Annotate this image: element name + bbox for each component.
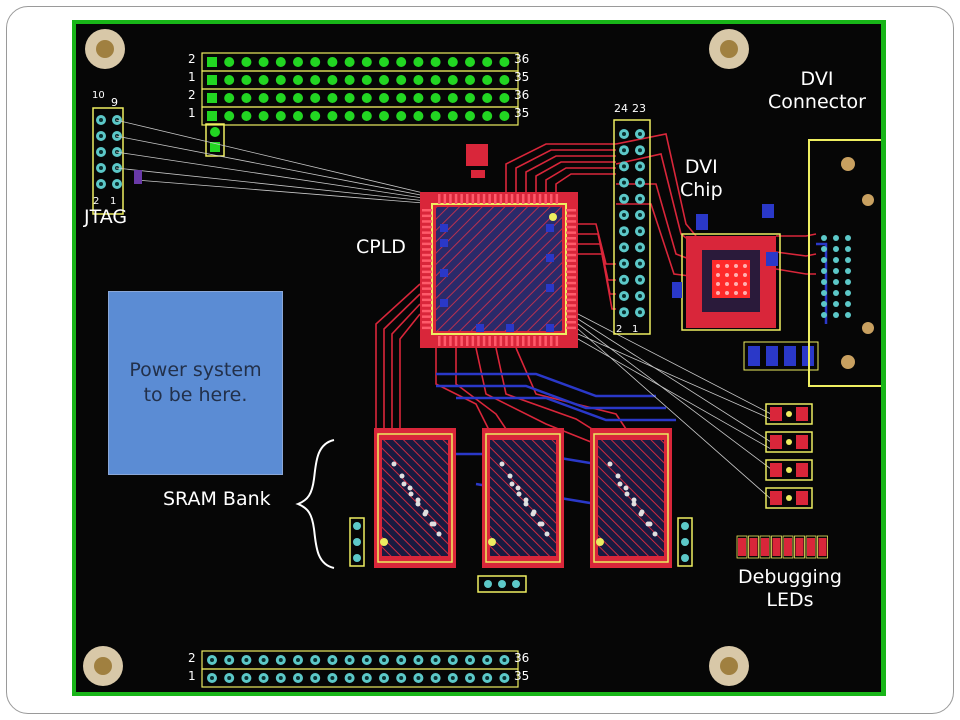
top-header-pin-left: 2 [188,88,196,102]
power-label-line1: Power system [129,359,262,382]
dvi-connector-label-line1: DVI [800,68,834,90]
dvi-chip [672,204,781,331]
top-header-pin-left: 1 [188,106,196,120]
led-resistor-row [736,535,828,559]
top-header-pin-left: 1 [188,70,196,84]
jtag-pin-label: 1 [110,196,117,207]
bottom-header-connector [201,650,519,688]
jtag-pin-label: 10 [92,90,105,101]
jtag-pin-label: 9 [111,96,118,109]
debugging-leds-label-line2: LEDs [766,588,814,611]
p1-pin-label: 2 [616,324,623,335]
cpld-chip [420,192,578,348]
power-system-placeholder: Power system to be here. [108,291,283,475]
mounting-holes [83,29,749,686]
p1-pin-label: 23 [632,102,646,115]
dvi-connector-label: DVI Connector [768,68,866,114]
bottom-header-pin-left: 1 [188,669,196,683]
debug-led-stack [765,403,813,509]
cpld-label: CPLD [356,236,406,258]
bottom-header-pin-left: 2 [188,651,196,665]
jtag-label: JTAG [84,206,128,228]
sram-bank-label: SRAM Bank [163,488,271,510]
top-header-pin-right: 36 [514,52,530,66]
dvi-resistors [743,341,819,371]
top-header-pin-right: 35 [514,70,530,84]
p1-header [613,119,651,335]
bottom-header-pin-right: 35 [514,669,530,683]
dvi-connector-label-line2: Connector [768,90,866,113]
debug-wires [577,313,772,500]
jtag-wires [115,119,437,205]
pcb-layout [83,29,881,688]
dvi-connector [808,139,881,387]
bottom-header-pin-right: 36 [514,651,530,665]
jtag-pin-label: 2 [93,196,100,207]
debugging-leds-label: Debugging LEDs [738,566,842,612]
dvi-chip-label-line2: Chip [680,178,723,201]
sram-bank [374,428,672,568]
pcb-surface: DVI Connector DVI Chip JTAG CPLD Power s… [76,24,881,692]
p1-pin-label: 24 [614,102,628,115]
pcb-board: DVI Connector DVI Chip JTAG CPLD Power s… [72,20,886,696]
top-header-pin-right: 35 [514,106,530,120]
top-header-connectors [201,52,519,126]
sram-brace [295,439,335,569]
p1-pin-label: 1 [632,324,639,335]
top-header-pin-left: 2 [188,52,196,66]
power-label-line2: to be here. [143,384,248,406]
dvi-chip-label-line1: DVI [684,156,718,178]
dvi-chip-label: DVI Chip [680,156,723,202]
sram-headers [349,517,693,593]
debugging-leds-label-line1: Debugging [738,566,842,588]
top-header-pin-right: 36 [514,88,530,102]
